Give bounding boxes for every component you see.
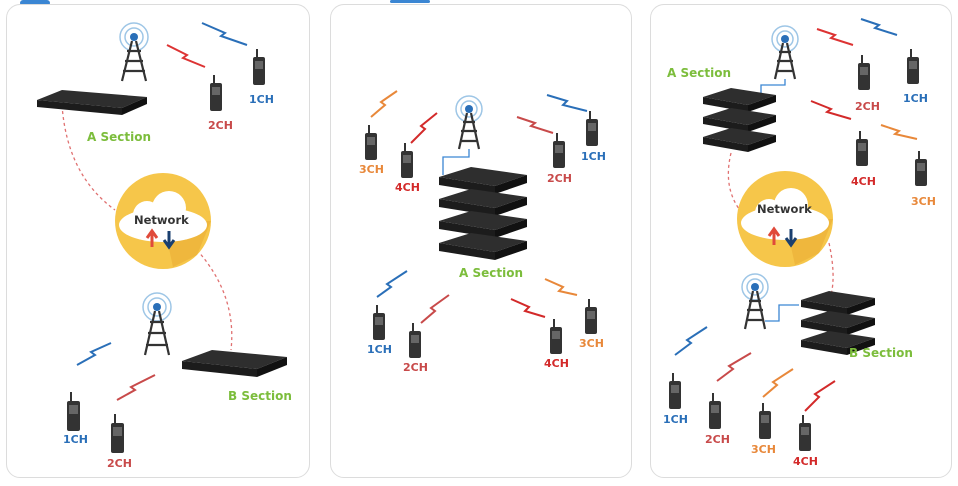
walkie-talkie-icon (67, 392, 80, 431)
panel1-graphics (37, 22, 287, 453)
walkie-talkie-icon (759, 403, 771, 439)
server-rack-icon (182, 350, 287, 377)
walkie-talkie-icon (401, 143, 413, 178)
channel-label: 2CH (547, 172, 572, 185)
channel-label: 2CH (107, 457, 132, 470)
channel-label: 3CH (751, 443, 776, 456)
channel-label: 4CH (793, 455, 818, 468)
walkie-talkie-icon (553, 133, 565, 168)
panel2-graphics (365, 90, 598, 358)
walkie-talkie-icon (210, 75, 222, 111)
channel-label: 4CH (395, 181, 420, 194)
network-cloud-icon (737, 171, 833, 267)
server-stack-icon (439, 167, 527, 260)
channel-label: 1CH (249, 93, 274, 106)
walkie-talkie-icon (585, 299, 597, 334)
walkie-talkie-icon (669, 373, 681, 409)
panel-single-section: A Section 3CH 4CH 2CH 1CH 1CH 2CH 4CH 3C… (330, 4, 632, 478)
top-accent-bar-left (20, 0, 50, 6)
section-b-label: B Section (849, 346, 913, 360)
radio-tower-icon (455, 95, 483, 150)
section-a-label: A Section (87, 130, 151, 144)
radio-tower-icon (741, 273, 769, 330)
panel-stacked-network: A Section Network B Section 2CH 1CH 4CH … (650, 4, 952, 478)
server-rack-icon (37, 90, 147, 115)
channel-label: 2CH (855, 100, 880, 113)
channel-label: 2CH (705, 433, 730, 446)
server-stack-icon (703, 88, 776, 152)
channel-label: 1CH (367, 343, 392, 356)
channel-label: 1CH (63, 433, 88, 446)
server-stack-icon (801, 291, 875, 355)
walkie-talkie-icon (799, 415, 811, 451)
panel3-graphics (669, 18, 927, 451)
radio-tower-icon (771, 25, 799, 80)
walkie-talkie-icon (365, 125, 377, 160)
channel-label: 4CH (544, 357, 569, 370)
network-cloud-icon (115, 173, 211, 269)
section-a-label: A Section (459, 266, 523, 280)
walkie-talkie-icon (409, 323, 421, 358)
top-accent-bar-mid (390, 0, 430, 3)
walkie-talkie-icon (856, 131, 868, 166)
network-label: Network (134, 213, 189, 227)
section-b-label: B Section (228, 389, 292, 403)
walkie-talkie-icon (709, 393, 721, 429)
walkie-talkie-icon (111, 414, 124, 453)
walkie-talkie-icon (373, 305, 385, 340)
walkie-talkie-icon (253, 49, 265, 85)
channel-label: 1CH (663, 413, 688, 426)
radio-tower-icon (142, 292, 172, 356)
channel-label: 2CH (208, 119, 233, 132)
radio-tower-icon (119, 22, 149, 82)
section-a-label: A Section (667, 66, 731, 80)
walkie-talkie-icon (586, 111, 598, 146)
channel-label: 3CH (911, 195, 936, 208)
walkie-talkie-icon (915, 151, 927, 186)
walkie-talkie-icon (858, 55, 870, 90)
walkie-talkie-icon (907, 49, 919, 84)
channel-label: 4CH (851, 175, 876, 188)
network-label: Network (757, 202, 812, 216)
panel-two-section-network: A Section Network B Section 2CH 1CH 1CH … (6, 4, 310, 478)
channel-label: 3CH (579, 337, 604, 350)
walkie-talkie-icon (550, 319, 562, 354)
channel-label: 1CH (903, 92, 928, 105)
channel-label: 2CH (403, 361, 428, 374)
channel-label: 1CH (581, 150, 606, 163)
channel-label: 3CH (359, 163, 384, 176)
